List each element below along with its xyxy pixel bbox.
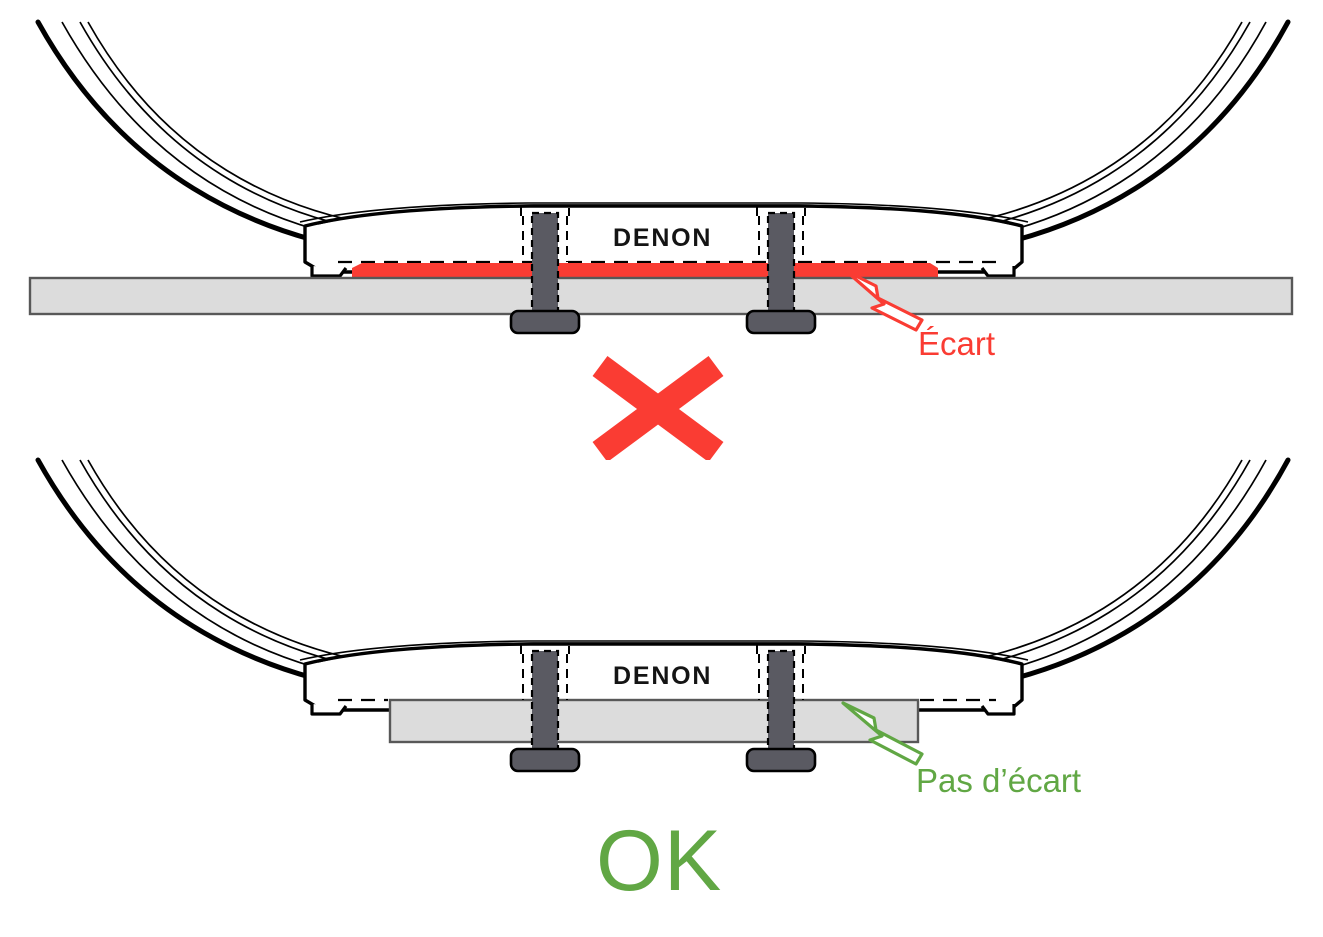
panel-incorrect bbox=[28, 19, 1294, 335]
screw-right-bottom bbox=[745, 643, 817, 773]
screw-left-top bbox=[509, 205, 581, 335]
ok-verdict-mark: OK bbox=[596, 813, 723, 909]
cross-mark bbox=[592, 355, 724, 463]
gap-callout-arrow bbox=[844, 269, 924, 332]
mounting-board-bottom bbox=[388, 698, 920, 744]
chassis-plinth-top bbox=[299, 202, 1029, 278]
nogap-callout-label: Pas d’écart bbox=[916, 762, 1082, 799]
screw-left-bottom bbox=[509, 643, 581, 773]
chassis-plinth-bottom bbox=[299, 640, 1029, 716]
gap-callout-label: Écart bbox=[918, 325, 996, 362]
nogap-callout-arrow bbox=[841, 701, 924, 766]
panel-correct bbox=[35, 457, 1291, 773]
brand-label-top: DENON bbox=[613, 224, 713, 252]
brand-label-bottom: DENON bbox=[613, 662, 713, 690]
mounting-board-top bbox=[28, 276, 1294, 316]
screw-right-top bbox=[745, 205, 817, 335]
